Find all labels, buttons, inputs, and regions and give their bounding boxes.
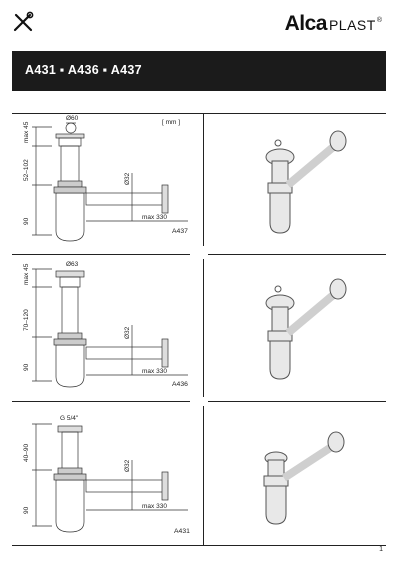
dim-pipe-diameter: Ø32 (124, 172, 131, 185)
dim-length: max 330 (142, 503, 167, 510)
alcaplast-logo: Alca PLAST ® (285, 12, 382, 36)
model-label-a436: A436 (172, 381, 188, 388)
product-render-a431 (208, 404, 386, 545)
logo-sub-text: PLAST (328, 17, 376, 33)
units-label: [ mm ] (162, 119, 181, 126)
dim-length: max 330 (142, 214, 167, 221)
row-divider-right-1 (208, 254, 386, 255)
dim-top-height: max 45 (23, 263, 30, 285)
grid-vertical-divider-1 (203, 113, 204, 246)
dim-mid-height: 70–120 (23, 309, 30, 331)
dim-bottom-height: 90 (23, 506, 30, 514)
technical-drawing-a431: G 5/4" 40–90 90 Ø32 max 330 A431 (12, 404, 202, 545)
row-divider-left-1 (12, 254, 190, 255)
dim-top-height: max 45 (23, 121, 30, 143)
drawing-grid: Ø60 max 45 52–102 90 Ø32 max 330 [ mm ] … (12, 113, 386, 545)
dim-pipe-diameter: Ø32 (124, 459, 131, 472)
grid-vertical-divider-2 (203, 259, 204, 397)
product-render-a436 (208, 257, 386, 399)
dim-top-diameter: Ø60 (66, 115, 79, 122)
dim-bottom-height: 90 (23, 363, 30, 371)
row-divider-right-2 (208, 401, 386, 402)
product-render-a437 (208, 113, 386, 253)
logo-main-text: Alca (284, 12, 328, 35)
dim-top-diameter: Ø63 (66, 261, 79, 268)
grid-vertical-divider-3 (203, 406, 204, 545)
model-label-a431: A431 (174, 528, 190, 535)
dim-mid-height: 40–90 (23, 444, 30, 462)
dim-bottom-height: 90 (23, 217, 30, 225)
dim-top-thread: G 5/4" (60, 415, 79, 422)
grid-top-rule (12, 113, 386, 114)
banner-title: A431 ▪ A436 ▪ A437 (25, 63, 142, 77)
wrench-screwdriver-icon (13, 11, 34, 32)
bottom-rule (12, 545, 386, 546)
logo-registered-mark: ® (376, 17, 382, 24)
model-label-a437: A437 (172, 228, 188, 235)
row-divider-left-2 (12, 401, 190, 402)
title-banner: A431 ▪ A436 ▪ A437 (12, 51, 386, 91)
technical-drawing-a437: Ø60 max 45 52–102 90 Ø32 max 330 [ mm ] … (12, 113, 202, 253)
dim-pipe-diameter: Ø32 (124, 326, 131, 339)
dim-mid-height: 52–102 (23, 159, 30, 181)
dim-length: max 330 (142, 368, 167, 375)
technical-drawing-a436: Ø63 max 45 70–120 90 Ø32 max 330 A436 (12, 257, 202, 399)
page-number: 1 (379, 546, 383, 553)
